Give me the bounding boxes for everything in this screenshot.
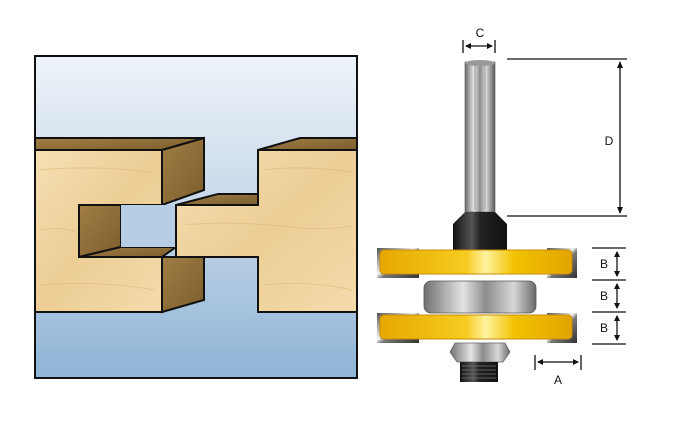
dimension-lines [462,40,627,370]
lower-cutter [377,313,577,343]
label-c: C [476,26,485,40]
wood-grain [39,167,353,291]
label-b-bottom: B [600,321,608,335]
joint-frame [34,55,358,379]
shank [464,60,496,213]
bearing [423,280,537,314]
label-b-top: B [600,257,608,271]
dimension-d [507,58,627,217]
joint-illustration [34,55,358,379]
dimension-b [592,247,626,345]
tongue-board [175,137,358,313]
label-a: A [554,373,562,387]
collar [453,212,507,251]
label-d: D [605,134,614,148]
dimension-a [534,355,582,370]
router-bit [377,60,577,382]
upper-cutter [377,248,577,278]
nut [449,342,511,382]
label-b-middle: B [600,289,608,303]
dimension-c [462,40,496,53]
